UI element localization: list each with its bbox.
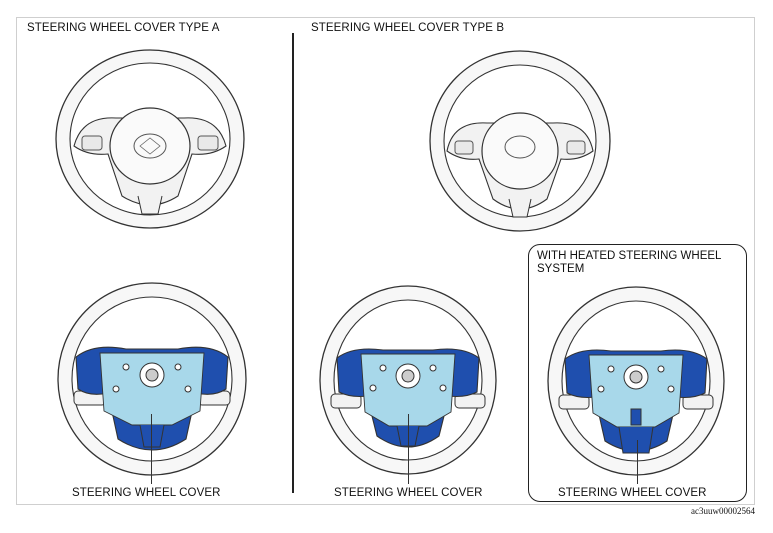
cover-heated-leader-line xyxy=(637,440,638,484)
cover-a-leader-line xyxy=(151,414,152,484)
heated-wheel-callout-box xyxy=(528,244,747,502)
figure-frame xyxy=(16,17,755,505)
cover-heated-label: STEERING WHEEL COVER xyxy=(558,487,707,499)
heated-wheel-title: WITH HEATED STEERING WHEEL SYSTEM xyxy=(537,250,722,275)
section-divider xyxy=(292,33,294,493)
steering-wheel-type-a-cover-view xyxy=(57,282,247,476)
cover-b-leader-line xyxy=(408,414,409,484)
figure-id: ac3uuw00002564 xyxy=(691,506,755,516)
cover-a-label: STEERING WHEEL COVER xyxy=(72,487,221,499)
cover-b-label: STEERING WHEEL COVER xyxy=(334,487,483,499)
steering-wheel-type-a-assembled xyxy=(55,49,245,229)
section-a-title: STEERING WHEEL COVER TYPE A xyxy=(27,22,220,34)
steering-wheel-heated-cover-view xyxy=(547,286,725,476)
section-b-title: STEERING WHEEL COVER TYPE B xyxy=(311,22,505,34)
steering-wheel-type-b-cover-view xyxy=(319,285,497,475)
steering-wheel-type-b-assembled xyxy=(429,50,611,232)
